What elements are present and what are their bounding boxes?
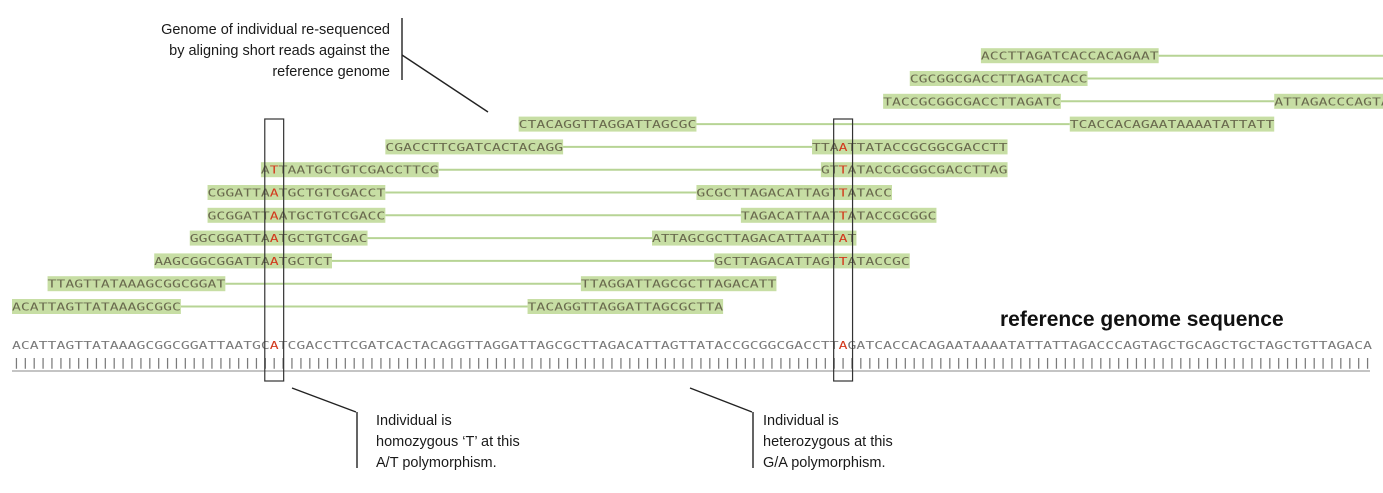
read-segment	[189, 230, 368, 246]
read-segment	[980, 48, 1159, 64]
polymorphism-boxes	[264, 118, 854, 382]
read-snp-base: A	[839, 233, 849, 245]
top-annotation-line-3: reference genome	[272, 64, 390, 80]
read-segment	[740, 207, 937, 223]
reference-snp-base: A	[839, 340, 849, 352]
read-snp-base: T	[839, 256, 849, 268]
read-pair: CGCGGCGACCTTAGATCACCCTGCAGCTGCTAGCTGTTAG…	[909, 71, 1383, 86]
read-segment	[385, 139, 564, 155]
read-segment	[812, 139, 1008, 155]
read-snp-base: A	[270, 256, 280, 268]
read-segment	[518, 116, 697, 132]
left-annotation-line-1: Individual is	[376, 413, 452, 429]
read-segment	[1274, 93, 1383, 109]
read-segment	[12, 299, 181, 314]
read-segment	[154, 253, 332, 269]
read-snp-base: A	[270, 233, 280, 245]
read-pair: ACCTTAGATCACCACAGAATTGCAGCTGCTAGCTGTTAGA…	[980, 48, 1383, 64]
read-snp-base: T	[839, 165, 849, 177]
read-segment	[1069, 116, 1275, 132]
read-segment	[652, 230, 857, 246]
read-snp-base: A	[270, 210, 280, 222]
read-snp-base: T	[839, 188, 849, 200]
polymorphism-box	[833, 118, 854, 382]
read-segment	[207, 185, 386, 200]
read-segment	[909, 71, 1088, 86]
polymorphism-box	[264, 118, 285, 382]
read-segment	[820, 162, 1008, 178]
read-segment	[696, 185, 892, 200]
read-sequence: ATTAGACCCAGTAGCTGCAGCTG	[1274, 96, 1383, 108]
top-annotation-line-2: by aligning short reads against the	[169, 43, 390, 59]
read-segment	[207, 207, 386, 223]
read-snp-base: T	[270, 165, 280, 177]
right-annotation-pointer	[689, 387, 753, 413]
read-snp-base: A	[270, 188, 280, 200]
read-segment	[47, 276, 226, 292]
read-snp-base: T	[839, 210, 849, 222]
right-annotation-line-3: G/A polymorphism.	[763, 455, 886, 471]
left-annotation-pointer	[291, 387, 357, 413]
read-segment	[883, 93, 1061, 109]
top-annotation-pointer	[401, 54, 489, 113]
read-segment	[260, 162, 439, 178]
top-annotation-line-1: Genome of individual re-sequenced	[161, 22, 390, 38]
left-annotation-line-3: A/T polymorphism.	[376, 455, 497, 471]
annotations: Genome of individual re-sequenced by ali…	[161, 18, 893, 471]
reference-title: reference genome sequence	[1000, 308, 1284, 331]
read-snp-base: A	[839, 142, 849, 154]
read-segment	[527, 299, 724, 314]
right-annotation-line-1: Individual is	[763, 413, 839, 429]
reference-ticks: ||||||||||||||||||||||||||||||||||||||||…	[12, 357, 1372, 369]
read-segment	[714, 253, 910, 269]
reference-snp-base: A	[270, 340, 280, 352]
left-annotation-line-2: homozygous ‘T’ at this	[376, 434, 520, 450]
right-annotation-line-2: heterozygous at this	[763, 434, 893, 450]
read-segment	[580, 276, 777, 292]
